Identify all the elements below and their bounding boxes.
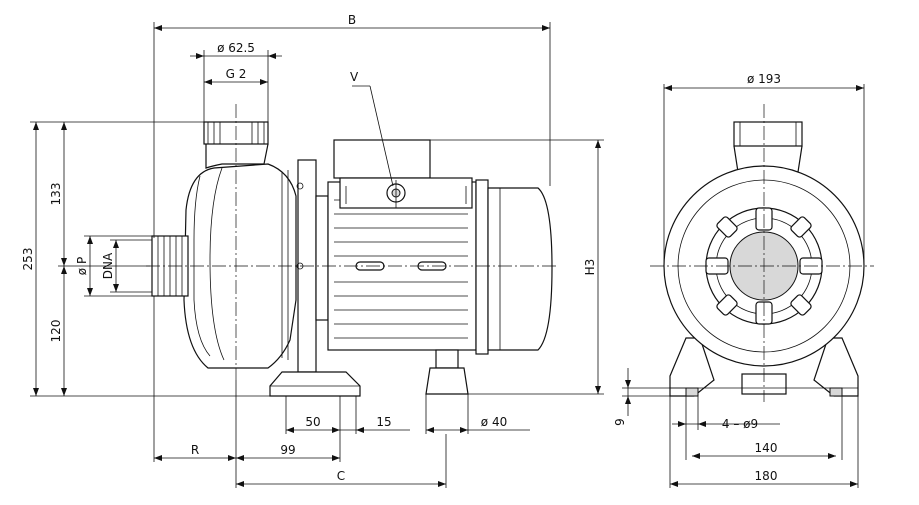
- front-view: ø 193 9 4 – ø9 140 180: [613, 72, 874, 488]
- dim-hole-spacing: 140: [755, 441, 778, 455]
- dim-height-lower: 120: [49, 320, 63, 343]
- dim-casing-diameter: ø 193: [747, 72, 781, 86]
- dim-foot-span: 50: [305, 415, 320, 429]
- dim-inlet-nominal: DNA: [101, 252, 115, 279]
- dim-mounting-holes: 4 – ø9: [722, 417, 758, 431]
- label-valve: V: [350, 70, 359, 84]
- dim-inlet-diameter: ø P: [75, 257, 89, 275]
- dim-inlet-to-foot: R: [191, 443, 199, 457]
- front-outlet: [733, 121, 803, 173]
- dim-foot-to-axis: 99: [280, 443, 295, 457]
- dim-motor-height: H3: [583, 259, 597, 276]
- dim-foot-height: 9: [613, 418, 627, 426]
- side-dimensions: B ø 62.5 G 2 V 253 133 120: [21, 13, 604, 488]
- dim-flange-diameter: ø 62.5: [217, 41, 255, 55]
- dim-height-total: 253: [21, 248, 35, 271]
- dim-axis-to-support: C: [337, 469, 345, 483]
- dim-b: B: [348, 13, 356, 27]
- dim-foot-offset: 15: [376, 415, 391, 429]
- motor-support: [425, 349, 469, 395]
- front-dimensions: ø 193 9 4 – ø9 140 180: [613, 72, 865, 488]
- front-base: [669, 337, 859, 397]
- dim-height-upper: 133: [49, 183, 63, 206]
- dim-base-width: 180: [755, 469, 778, 483]
- dim-outlet-thread: G 2: [226, 67, 247, 81]
- pump-foot: [269, 371, 361, 397]
- terminal-box: [333, 139, 473, 209]
- dim-support-diameter: ø 40: [481, 415, 507, 429]
- side-view: B ø 62.5 G 2 V 253 133 120: [21, 13, 604, 488]
